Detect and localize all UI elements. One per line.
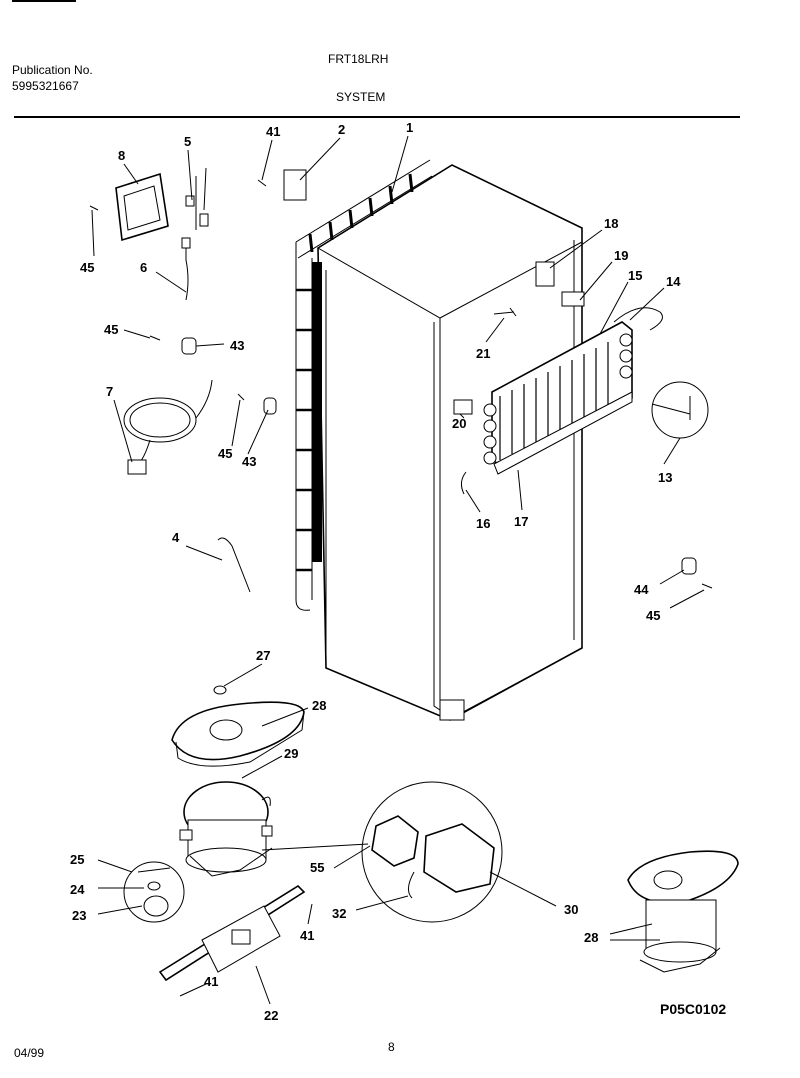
part-22-base-rail <box>158 884 306 982</box>
callout-41-mid: 41 <box>300 928 314 943</box>
part-4-heater <box>217 537 251 593</box>
callout-14: 14 <box>666 274 681 289</box>
footer-page-number: 8 <box>388 1040 395 1054</box>
callout-25: 25 <box>70 852 84 867</box>
callout-19: 19 <box>614 248 628 263</box>
callout-15: 15 <box>628 268 642 283</box>
callout-2: 2 <box>338 122 345 137</box>
callout-32: 32 <box>332 906 346 921</box>
callout-28-a: 28 <box>312 698 326 713</box>
callout-6: 6 <box>140 260 147 275</box>
condenser-coil <box>295 159 433 611</box>
callout-22: 22 <box>264 1008 278 1023</box>
part-19-clip <box>561 291 585 307</box>
callout-41-bottom: 41 <box>204 974 218 989</box>
callout-4: 4 <box>172 530 180 545</box>
model-number: FRT18LRH <box>328 52 389 66</box>
part-18-bracket <box>535 261 555 287</box>
part-16-tube <box>460 471 467 495</box>
publication-number: 5995321667 <box>12 79 79 93</box>
section-title: SYSTEM <box>336 90 386 104</box>
diagram-code: P05C0102 <box>660 1001 727 1017</box>
callout-45-a: 45 <box>80 260 94 275</box>
part-43-clamp <box>181 337 197 355</box>
part-5-wire <box>185 167 207 301</box>
callout-5: 5 <box>184 134 191 149</box>
part-27-grommet <box>213 685 227 695</box>
part-14-tube <box>613 307 663 331</box>
callout-43-b: 43 <box>242 454 256 469</box>
part-21-screw <box>493 307 517 317</box>
callout-28-b: 28 <box>584 930 598 945</box>
callout-45-d: 45 <box>646 608 660 623</box>
callout-29: 29 <box>284 746 298 761</box>
evaporator <box>483 321 633 475</box>
part-28-drain-pan <box>171 701 305 767</box>
publication-label: Publication No. <box>12 63 93 77</box>
callout-55: 55 <box>310 860 324 875</box>
leader-lines <box>91 135 705 1005</box>
callout-45-c: 45 <box>218 446 232 461</box>
callout-23: 23 <box>72 908 86 923</box>
callout-43-a: 43 <box>230 338 244 353</box>
part-41-screw <box>257 179 267 187</box>
part-44-clip <box>681 557 697 575</box>
callout-21: 21 <box>476 346 490 361</box>
detail-circle-13 <box>651 381 709 439</box>
callout-16: 16 <box>476 516 490 531</box>
part-30-overload <box>423 823 495 893</box>
callout-1: 1 <box>406 120 413 135</box>
footer-date: 04/99 <box>14 1046 45 1060</box>
callout-7: 7 <box>106 384 113 399</box>
callout-20: 20 <box>452 416 466 431</box>
part-26-compressor-assembly <box>627 850 739 973</box>
callout-18: 18 <box>604 216 618 231</box>
part-8-panel <box>115 172 169 242</box>
callout-27: 27 <box>256 648 270 663</box>
refrigerator-cabinet <box>317 164 583 721</box>
header-rule <box>14 116 740 118</box>
callout-44: 44 <box>634 582 649 597</box>
part-7-power-cord <box>123 379 213 475</box>
callout-8: 8 <box>118 148 125 163</box>
callout-41-top: 41 <box>266 124 280 139</box>
top-rule-left <box>12 0 76 2</box>
part-55-relay <box>371 815 419 867</box>
callout-17: 17 <box>514 514 528 529</box>
part-43-clamp-b <box>263 397 277 415</box>
callout-13: 13 <box>658 470 672 485</box>
callout-45-b: 45 <box>104 322 118 337</box>
callout-30: 30 <box>564 902 578 917</box>
part-32-clip <box>408 871 415 899</box>
callout-24: 24 <box>70 882 85 897</box>
part-29-compressor <box>179 781 273 877</box>
part-20-block <box>453 399 473 415</box>
